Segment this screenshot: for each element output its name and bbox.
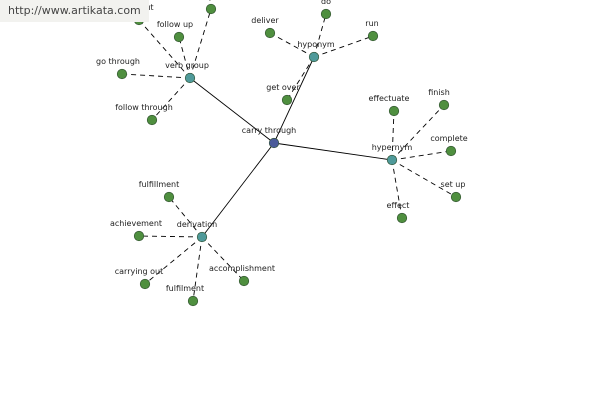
- edge-derivation-achievement: [138, 235, 203, 238]
- edges-layer: [121, 8, 457, 302]
- node-leaf-do[interactable]: [320, 8, 332, 20]
- node-label-finish: finish: [428, 88, 450, 97]
- node-leaf-carryingout[interactable]: [139, 278, 151, 290]
- node-label-getover: get over: [266, 83, 300, 92]
- edge-center-hypernym: [273, 142, 393, 161]
- edge-verbgroup-carryout1: [189, 8, 212, 79]
- node-leaf-carryout1[interactable]: [205, 3, 217, 15]
- node-leaf-gothrough[interactable]: [116, 68, 128, 80]
- edge-hypernym-effect: [391, 159, 403, 219]
- node-label-hypernym: hypernym: [372, 143, 413, 152]
- source-watermark[interactable]: http://www.artikata.com: [0, 0, 149, 22]
- node-label-hyponym: hyponym: [297, 40, 335, 49]
- node-hub-verbgroup[interactable]: [184, 72, 196, 84]
- node-center[interactable]: [268, 137, 280, 149]
- edge-hyponym-getover: [286, 56, 315, 101]
- edge-derivation-fulfillment: [168, 196, 203, 238]
- edge-center-derivation: [201, 142, 275, 238]
- node-leaf-deliver[interactable]: [264, 27, 276, 39]
- node-label-fulfilment: fulfilment: [166, 284, 204, 293]
- edge-derivation-accomplishment: [201, 236, 245, 282]
- node-hub-hypernym[interactable]: [386, 154, 398, 166]
- node-hub-derivation[interactable]: [196, 231, 208, 243]
- labels-layer: carry through hyponym verb group hypernym de…: [96, 0, 468, 293]
- node-leaf-effect[interactable]: [396, 212, 408, 224]
- node-leaf-setup[interactable]: [450, 191, 462, 203]
- node-label-carryout1: carry out: [193, 0, 229, 1]
- node-label-verbgroup: verb group: [165, 61, 209, 70]
- node-label-complete: complete: [430, 134, 467, 143]
- edge-hypernym-setup: [391, 159, 457, 198]
- node-label-fulfillment: fulfillment: [139, 180, 180, 189]
- edge-hypernym-finish: [391, 104, 445, 161]
- edge-center-verbgroup: [189, 77, 275, 144]
- node-leaf-achievement[interactable]: [133, 230, 145, 242]
- node-label-setup: set up: [441, 180, 466, 189]
- edge-derivation-fulfilment: [192, 236, 203, 302]
- node-label-derivation: derivation: [177, 220, 217, 229]
- node-leaf-getover[interactable]: [281, 94, 293, 106]
- node-leaf-fulfillment[interactable]: [163, 191, 175, 203]
- nodes-layer: [116, 3, 462, 307]
- node-label-deliver: deliver: [251, 16, 279, 25]
- edge-center-hyponym: [273, 56, 315, 144]
- edge-verbgroup-out: [138, 19, 191, 79]
- node-label-do: do: [321, 0, 331, 6]
- edge-verbgroup-followthrough: [151, 77, 191, 121]
- node-leaf-run[interactable]: [367, 30, 379, 42]
- edge-hypernym-complete: [391, 150, 452, 161]
- node-label-followup: follow up: [157, 20, 193, 29]
- node-leaf-finish[interactable]: [438, 99, 450, 111]
- edge-derivation-carryingout: [144, 236, 203, 285]
- node-leaf-fulfilment[interactable]: [187, 295, 199, 307]
- node-leaf-accomplishment[interactable]: [238, 275, 250, 287]
- node-leaf-complete[interactable]: [445, 145, 457, 157]
- node-label-achievement: achievement: [110, 219, 162, 228]
- node-label-gothrough: go through: [96, 57, 140, 66]
- node-label-effect: effect: [387, 201, 410, 210]
- node-label-center: carry through: [242, 126, 296, 135]
- node-label-accomplishment: accomplishment: [209, 264, 275, 273]
- edge-hyponym-run: [313, 35, 374, 58]
- node-label-followthrough: follow through: [115, 103, 173, 112]
- node-leaf-effectuate[interactable]: [388, 105, 400, 117]
- edge-hyponym-do: [313, 13, 327, 58]
- edge-verbgroup-followup: [178, 36, 191, 79]
- node-label-carryingout: carrying out: [115, 267, 164, 276]
- node-leaf-followup[interactable]: [173, 31, 185, 43]
- node-label-run: run: [365, 19, 378, 28]
- edge-hypernym-effectuate: [391, 110, 395, 161]
- edge-verbgroup-gothrough: [121, 73, 191, 79]
- node-leaf-followthrough[interactable]: [146, 114, 158, 126]
- node-label-effectuate: effectuate: [369, 94, 410, 103]
- node-hub-hyponym[interactable]: [308, 51, 320, 63]
